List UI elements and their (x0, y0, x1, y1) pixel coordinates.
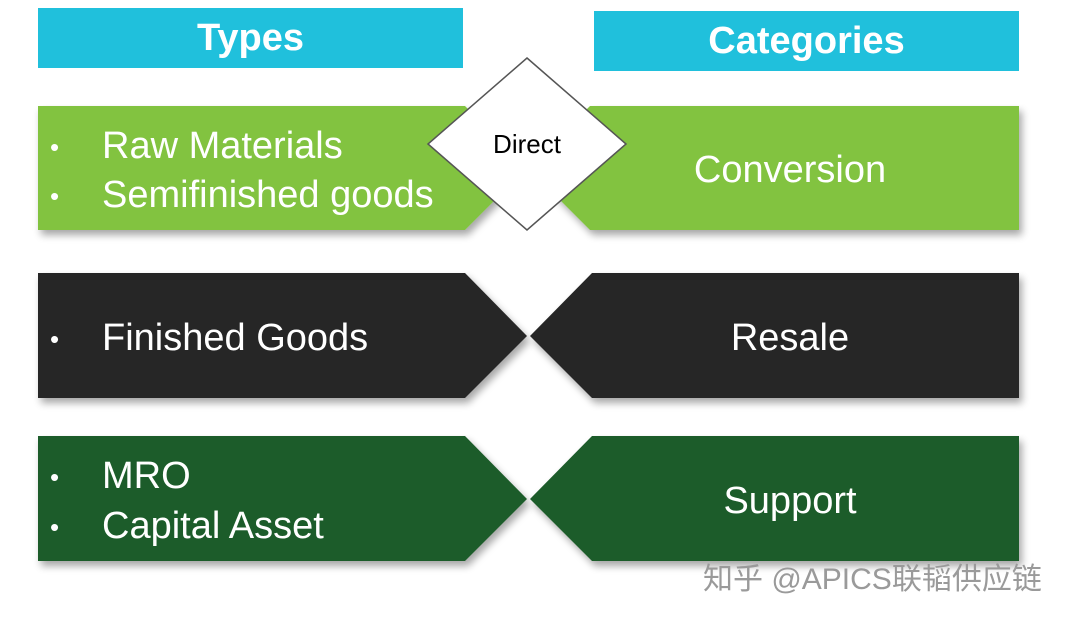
category-conversion: Conversion (693, 149, 887, 191)
bullet: • (50, 324, 60, 354)
bullet: • (50, 512, 60, 542)
watermark: 知乎 @APICS联韬供应链 (703, 563, 1042, 596)
categories-header: Categories (594, 11, 1019, 71)
bullet: • (50, 132, 60, 162)
row-1-types-shape (38, 106, 527, 230)
bullet: • (50, 181, 60, 211)
type-capital-asset: Capital Asset (102, 505, 324, 547)
category-resale: Resale (730, 317, 850, 359)
row-2-category-shape (530, 273, 1019, 398)
category-support: Support (723, 480, 857, 522)
type-finished-goods: Finished Goods (102, 317, 369, 359)
direct-diamond (426, 57, 628, 231)
row-1-category-shape (528, 106, 1019, 230)
type-mro: MRO (102, 455, 191, 497)
row-3-types-shape (38, 436, 527, 561)
row-3-category-shape (530, 436, 1019, 561)
bullet: • (50, 462, 60, 492)
direct-label: Direct (493, 129, 561, 159)
type-raw-materials: Raw Materials (102, 125, 343, 167)
row-2-types-shape (38, 273, 527, 398)
types-header: Types (38, 8, 463, 68)
type-semifinished-goods: Semifinished goods (102, 174, 434, 216)
